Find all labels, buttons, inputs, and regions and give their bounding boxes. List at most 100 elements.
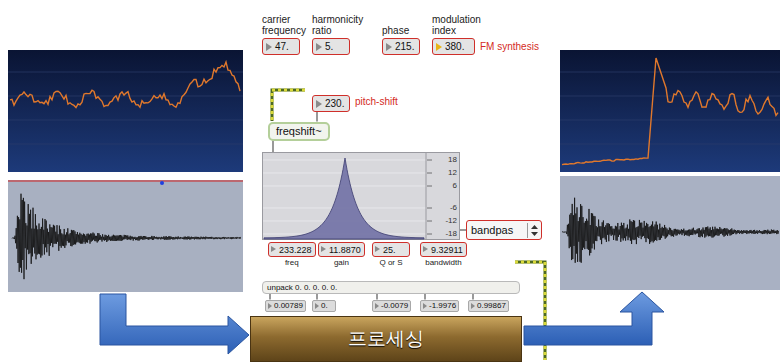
patch-cord — [376, 294, 377, 300]
patch-object: 0.99867 — [468, 294, 509, 312]
number-box: 380. — [432, 38, 475, 55]
patch-object: 0.00789 — [265, 294, 306, 312]
patch-object: bandpas — [466, 220, 542, 240]
tick-mark — [427, 173, 432, 174]
param-label: bandwidth — [425, 258, 461, 268]
waveform-panel — [560, 176, 780, 290]
grid-line — [560, 120, 780, 121]
number-value: 0. — [321, 301, 328, 310]
number-box: 230. — [312, 95, 350, 112]
object-label: unpack 0. 0. 0. 0. 0. — [267, 283, 337, 292]
number-box: 0.00789 — [265, 300, 306, 312]
grid-line — [8, 72, 243, 73]
patch-object: carrier frequency 47. — [262, 14, 310, 55]
tick-mark — [427, 208, 432, 209]
number-value: 233.228 — [279, 245, 312, 255]
patch-object: -1.9976 — [420, 294, 459, 312]
param-label: freq — [285, 258, 299, 268]
menu-divider — [527, 223, 528, 238]
object-box: freqshift~ — [268, 122, 330, 141]
spectrum-panel — [560, 50, 780, 172]
patch-object: 25. Q or S — [372, 242, 410, 268]
object-box: unpack 0. 0. 0. 0. 0. — [262, 281, 520, 294]
patch-object: 11.8870 gain — [318, 242, 365, 268]
number-box: 5. — [312, 38, 350, 55]
patch-object: 프로세싱 — [250, 316, 522, 362]
axis-tick: -18 — [445, 229, 457, 239]
param-label: carrier frequency — [262, 14, 310, 36]
number-value: -0.0079 — [381, 301, 408, 310]
number-value: -1.9976 — [429, 301, 456, 310]
annotation: pitch-shift — [355, 96, 398, 108]
menu-arrows — [527, 222, 541, 239]
patch-object: harmonicity ratio 5. — [312, 14, 368, 55]
filter-graph — [262, 152, 460, 240]
patch-cord — [316, 294, 317, 300]
number-value: 11.8870 — [329, 245, 361, 255]
waveform-panel — [8, 180, 243, 292]
patch-cord — [316, 112, 317, 122]
tick-mark — [427, 221, 432, 222]
object-label: freqshift~ — [276, 125, 322, 137]
number-value: 215. — [395, 41, 414, 52]
grid-line — [560, 72, 780, 73]
patch-object: 9.32911 bandwidth — [420, 242, 467, 268]
number-box: 25. — [372, 242, 410, 257]
patch-object: 0. — [312, 294, 336, 312]
patch-object: 230. — [312, 93, 350, 112]
number-box: -1.9976 — [420, 300, 459, 312]
number-box: 9.32911 — [420, 242, 467, 257]
axis-tick: 18 — [448, 155, 457, 165]
patch-object: modulation index 380. — [432, 14, 488, 55]
spectrum-panel — [8, 50, 243, 172]
patch-cord — [272, 141, 273, 153]
banner-label: 프로세싱 — [348, 326, 424, 352]
number-box: -0.0079 — [372, 300, 411, 312]
number-value: 47. — [275, 41, 289, 52]
param-label: Q or S — [379, 258, 402, 268]
graph-ground — [263, 153, 460, 240]
annotation: FM synthesis — [480, 41, 539, 53]
param-label: phase — [382, 25, 438, 36]
number-value: 0.00789 — [274, 301, 303, 310]
patch-cord — [272, 90, 305, 121]
flow-arrow — [524, 292, 664, 345]
tick-mark — [427, 234, 432, 235]
number-box: 0. — [312, 300, 336, 312]
param-label: modulation index — [432, 14, 488, 36]
axis-tick: 6 — [453, 181, 457, 191]
flow-arrow — [100, 294, 249, 354]
number-value: 9.32911 — [431, 245, 463, 255]
param-label: gain — [334, 258, 349, 268]
menu-label: bandpas — [467, 224, 517, 236]
menu-arrow — [531, 225, 538, 229]
patch-object: 18 12 6 -6 -12 -18 — [262, 152, 460, 240]
cursor-dot — [160, 181, 164, 185]
number-value: 25. — [383, 245, 396, 255]
waveform-marker — [8, 180, 243, 181]
patch-object: unpack 0. 0. 0. 0. 0. — [262, 276, 520, 294]
number-box: 215. — [382, 38, 420, 55]
grid-line — [8, 120, 243, 121]
patch-object: -0.0079 — [372, 294, 411, 312]
menu-arrow — [531, 232, 538, 236]
axis-tick: -12 — [445, 216, 457, 226]
axis-tick: -6 — [450, 203, 457, 213]
axis-tick: 12 — [448, 168, 457, 178]
filter-response — [264, 158, 424, 239]
tick-mark — [427, 186, 432, 187]
grid-line — [8, 96, 243, 97]
number-value: 380. — [445, 41, 464, 52]
patch-object: phase 215. — [382, 25, 438, 55]
patch-cord — [272, 90, 305, 121]
number-value: 230. — [325, 98, 344, 109]
number-box: 47. — [262, 38, 300, 55]
patch-object: 233.228 freq — [268, 242, 316, 268]
grid-line — [560, 96, 780, 97]
waveform — [12, 194, 241, 279]
number-value: 0.99867 — [477, 301, 506, 310]
patch-object: freqshift~ — [268, 121, 330, 141]
param-label: harmonicity ratio — [312, 14, 368, 36]
patch-cord — [472, 294, 473, 300]
